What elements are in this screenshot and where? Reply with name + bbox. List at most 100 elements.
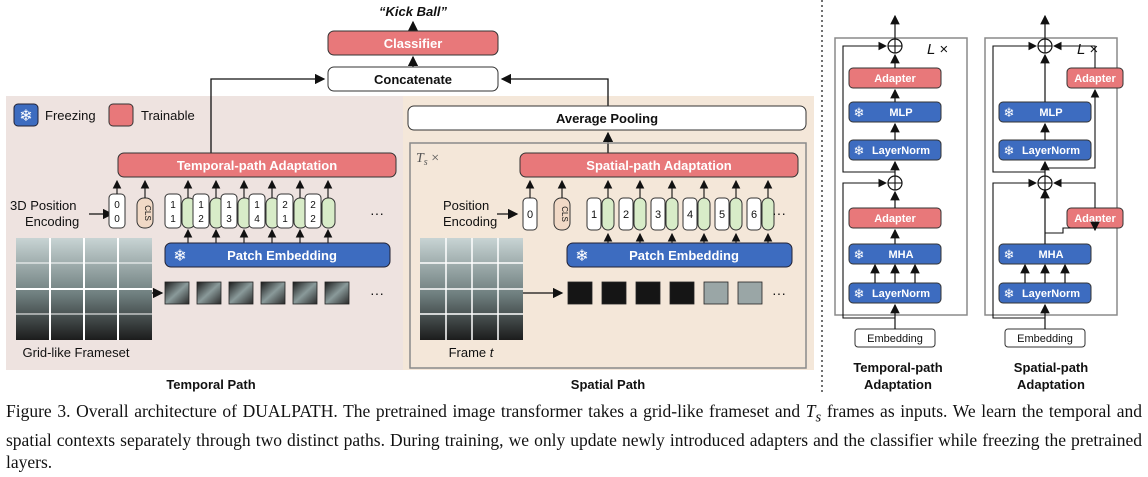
trainable-label: Trainable <box>141 108 195 123</box>
concatenate-label: Concatenate <box>374 72 452 87</box>
repeat-label: L × <box>1077 41 1098 58</box>
caption-text-a: Overall architecture of <box>70 401 243 421</box>
spatial-patch-thumbnail <box>635 281 661 305</box>
layernorm-label: LayerNorm <box>1022 145 1080 157</box>
embedding-label: Embedding <box>867 333 923 345</box>
temporal-patch-embedding-label: Patch Embedding <box>227 248 337 263</box>
position-encoding-index: 0 <box>114 200 120 211</box>
grid-frameset-image <box>16 238 152 340</box>
position-encoding-token <box>586 197 602 231</box>
patch-token <box>601 197 615 231</box>
temporal-patch-thumbnail <box>260 281 286 305</box>
spatial-pos-label-1: Position <box>443 198 489 213</box>
architecture-figure: “Kick Ball” Classifier Concatenate ❄ Fre… <box>6 0 1124 395</box>
position-encoding-index: 1 <box>282 214 288 225</box>
position-encoding-token <box>304 193 322 229</box>
position-encoding-index: 0 <box>114 214 120 225</box>
temporal-token-ellipsis: ··· <box>370 205 384 221</box>
spatial-block-title-1: Spatial-path <box>1014 360 1088 375</box>
spatial-patch-thumbnail <box>703 281 729 305</box>
snowflake-icon: ❄ <box>1004 247 1015 262</box>
caption-text-b: . The pretrained image transformer takes… <box>333 401 806 421</box>
position-encoding-index: 3 <box>655 209 661 221</box>
position-encoding-token <box>714 197 730 231</box>
temporal-path-title: Temporal Path <box>166 377 255 392</box>
position-encoding-index: 1 <box>591 209 597 221</box>
repeat-frame <box>984 37 1118 316</box>
spatial-repeat-frame <box>409 142 807 369</box>
spatial-path-title: Spatial Path <box>571 377 645 392</box>
temporal-patch-thumbnail <box>324 281 350 305</box>
mha-label: MHA <box>1038 249 1063 261</box>
position-encoding-token <box>220 193 238 229</box>
temporal-adaptation-box <box>117 152 397 178</box>
temporal-patch-row <box>164 281 350 305</box>
frame-t-label: Frame t <box>449 345 495 360</box>
snowflake-icon: ❄ <box>854 286 865 301</box>
position-encoding-token <box>164 193 182 229</box>
temporal-patch-ellipsis: ··· <box>370 285 384 301</box>
position-encoding-token <box>650 197 666 231</box>
adapter-label: Adapter <box>874 213 916 225</box>
frame-t-image <box>420 238 523 340</box>
position-encoding-index: 4 <box>687 209 693 221</box>
figure-caption: Figure 3. Overall architecture of DUALPA… <box>6 400 1142 473</box>
cls-token-label: CLS <box>560 206 569 222</box>
mha-label: MHA <box>888 249 913 261</box>
layernorm-label: LayerNorm <box>872 145 930 157</box>
temporal-pos-label-2: Encoding <box>25 214 79 229</box>
spatial-patch-row <box>567 281 763 305</box>
snowflake-icon: ❄ <box>1004 286 1015 301</box>
spatial-patch-thumbnail <box>567 281 593 305</box>
position-encoding-index: 1 <box>226 200 232 211</box>
temporal-patch-thumbnail <box>164 281 190 305</box>
position-encoding-token <box>192 193 210 229</box>
spatial-patch-ellipsis: ··· <box>772 285 786 301</box>
position-encoding-index: 1 <box>170 200 176 211</box>
layernorm-label: LayerNorm <box>1022 288 1080 300</box>
position-encoding-index: 3 <box>226 214 232 225</box>
temporal-patch-thumbnail <box>228 281 254 305</box>
repeat-label: L × <box>927 41 948 58</box>
caption-ts: T <box>805 401 816 421</box>
repeat-frame <box>834 37 968 316</box>
temporal-block-title-1: Temporal-path <box>853 360 942 375</box>
spatial-block-title-2: Adaptation <box>1017 377 1085 392</box>
patch-token <box>697 197 711 231</box>
spatial-adaptation-label: Spatial-path Adaptation <box>586 158 731 173</box>
position-encoding-index: 1 <box>198 200 204 211</box>
spatial-adaptation-box <box>519 152 799 178</box>
average-pooling-box <box>407 105 807 131</box>
temporal-patch-thumbnail <box>196 281 222 305</box>
caption-label: Figure 3. <box>6 401 71 421</box>
caption-ts-sub: s <box>815 409 822 426</box>
embedding-label: Embedding <box>1017 333 1073 345</box>
position-encoding-token <box>276 193 294 229</box>
adapter-label: Adapter <box>1074 213 1116 225</box>
snowflake-icon: ❄ <box>854 143 865 158</box>
patch-token <box>633 197 647 231</box>
position-encoding-index: 1 <box>254 200 260 211</box>
spatial-patch-embedding-label: Patch Embedding <box>629 248 739 263</box>
classifier-box <box>327 30 499 56</box>
caption-text-c: frames as inputs. We learn the temporal … <box>6 401 1142 472</box>
spatial-repeat-label: Ts × <box>416 151 439 168</box>
temporal-block-title-2: Adaptation <box>864 377 932 392</box>
cls-token-label: CLS <box>143 205 152 221</box>
temporal-block-diagram: L ×Embedding❄LayerNorm❄MHAAdapter❄LayerN… <box>834 14 968 348</box>
snowflake-icon: ❄ <box>854 105 865 120</box>
position-encoding-index: 4 <box>254 214 260 225</box>
freezing-legend-swatch <box>13 103 39 127</box>
output-label: “Kick Ball” <box>379 4 447 19</box>
snowflake-icon: ❄ <box>19 108 32 125</box>
adapter-label: Adapter <box>1074 73 1116 85</box>
patch-token <box>729 197 743 231</box>
position-encoding-token <box>746 197 762 231</box>
temporal-patch-thumbnail <box>292 281 318 305</box>
temporal-patch-embedding-box <box>164 242 391 268</box>
position-encoding-index: 5 <box>719 209 725 221</box>
spatial-token-ellipsis: ··· <box>772 205 786 221</box>
position-encoding-index: 2 <box>198 214 204 225</box>
